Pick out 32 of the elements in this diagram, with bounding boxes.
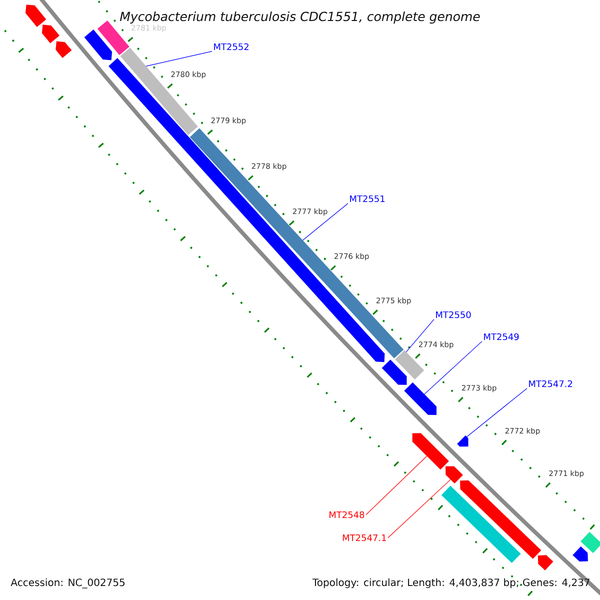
leader-line [366,456,428,516]
gene-label: MT2550 [436,311,471,318]
gene-block [56,41,72,58]
gene-label: MT2549 [484,333,519,340]
gene-block [412,433,449,470]
leader-line [424,341,482,394]
gene-label: MT2547.2 [529,380,572,388]
gene-block [404,382,437,415]
leader-line [388,479,451,538]
title: Mycobacterium tuberculosis CDC1551, complete genome [120,12,480,24]
gene-label: MT2548 [330,511,364,518]
gene-block [42,24,60,44]
leader-line [302,203,348,241]
footer-text: Topology: circular; Length: 4,403,837 bp; Genes: 4,237 [312,578,590,588]
gene-block [382,360,407,385]
gene-bar [580,532,600,554]
gene-block [538,555,554,570]
leader-line [406,319,434,352]
footer-text: Accession: NC_002755 [10,578,125,588]
leader-line [466,388,528,438]
gene-block [446,466,463,484]
gene-bar [395,350,424,380]
leader-line [146,51,212,66]
gene-block [572,546,588,562]
gene-label: MT2547.1 [342,534,386,542]
gene-label: MT2551 [350,195,385,202]
gene-label: MT2552 [214,43,248,50]
gene-block [84,30,112,60]
gene-block [25,4,46,27]
gene-block [460,480,542,559]
gene-block [457,435,468,447]
gene-bar [441,486,521,564]
